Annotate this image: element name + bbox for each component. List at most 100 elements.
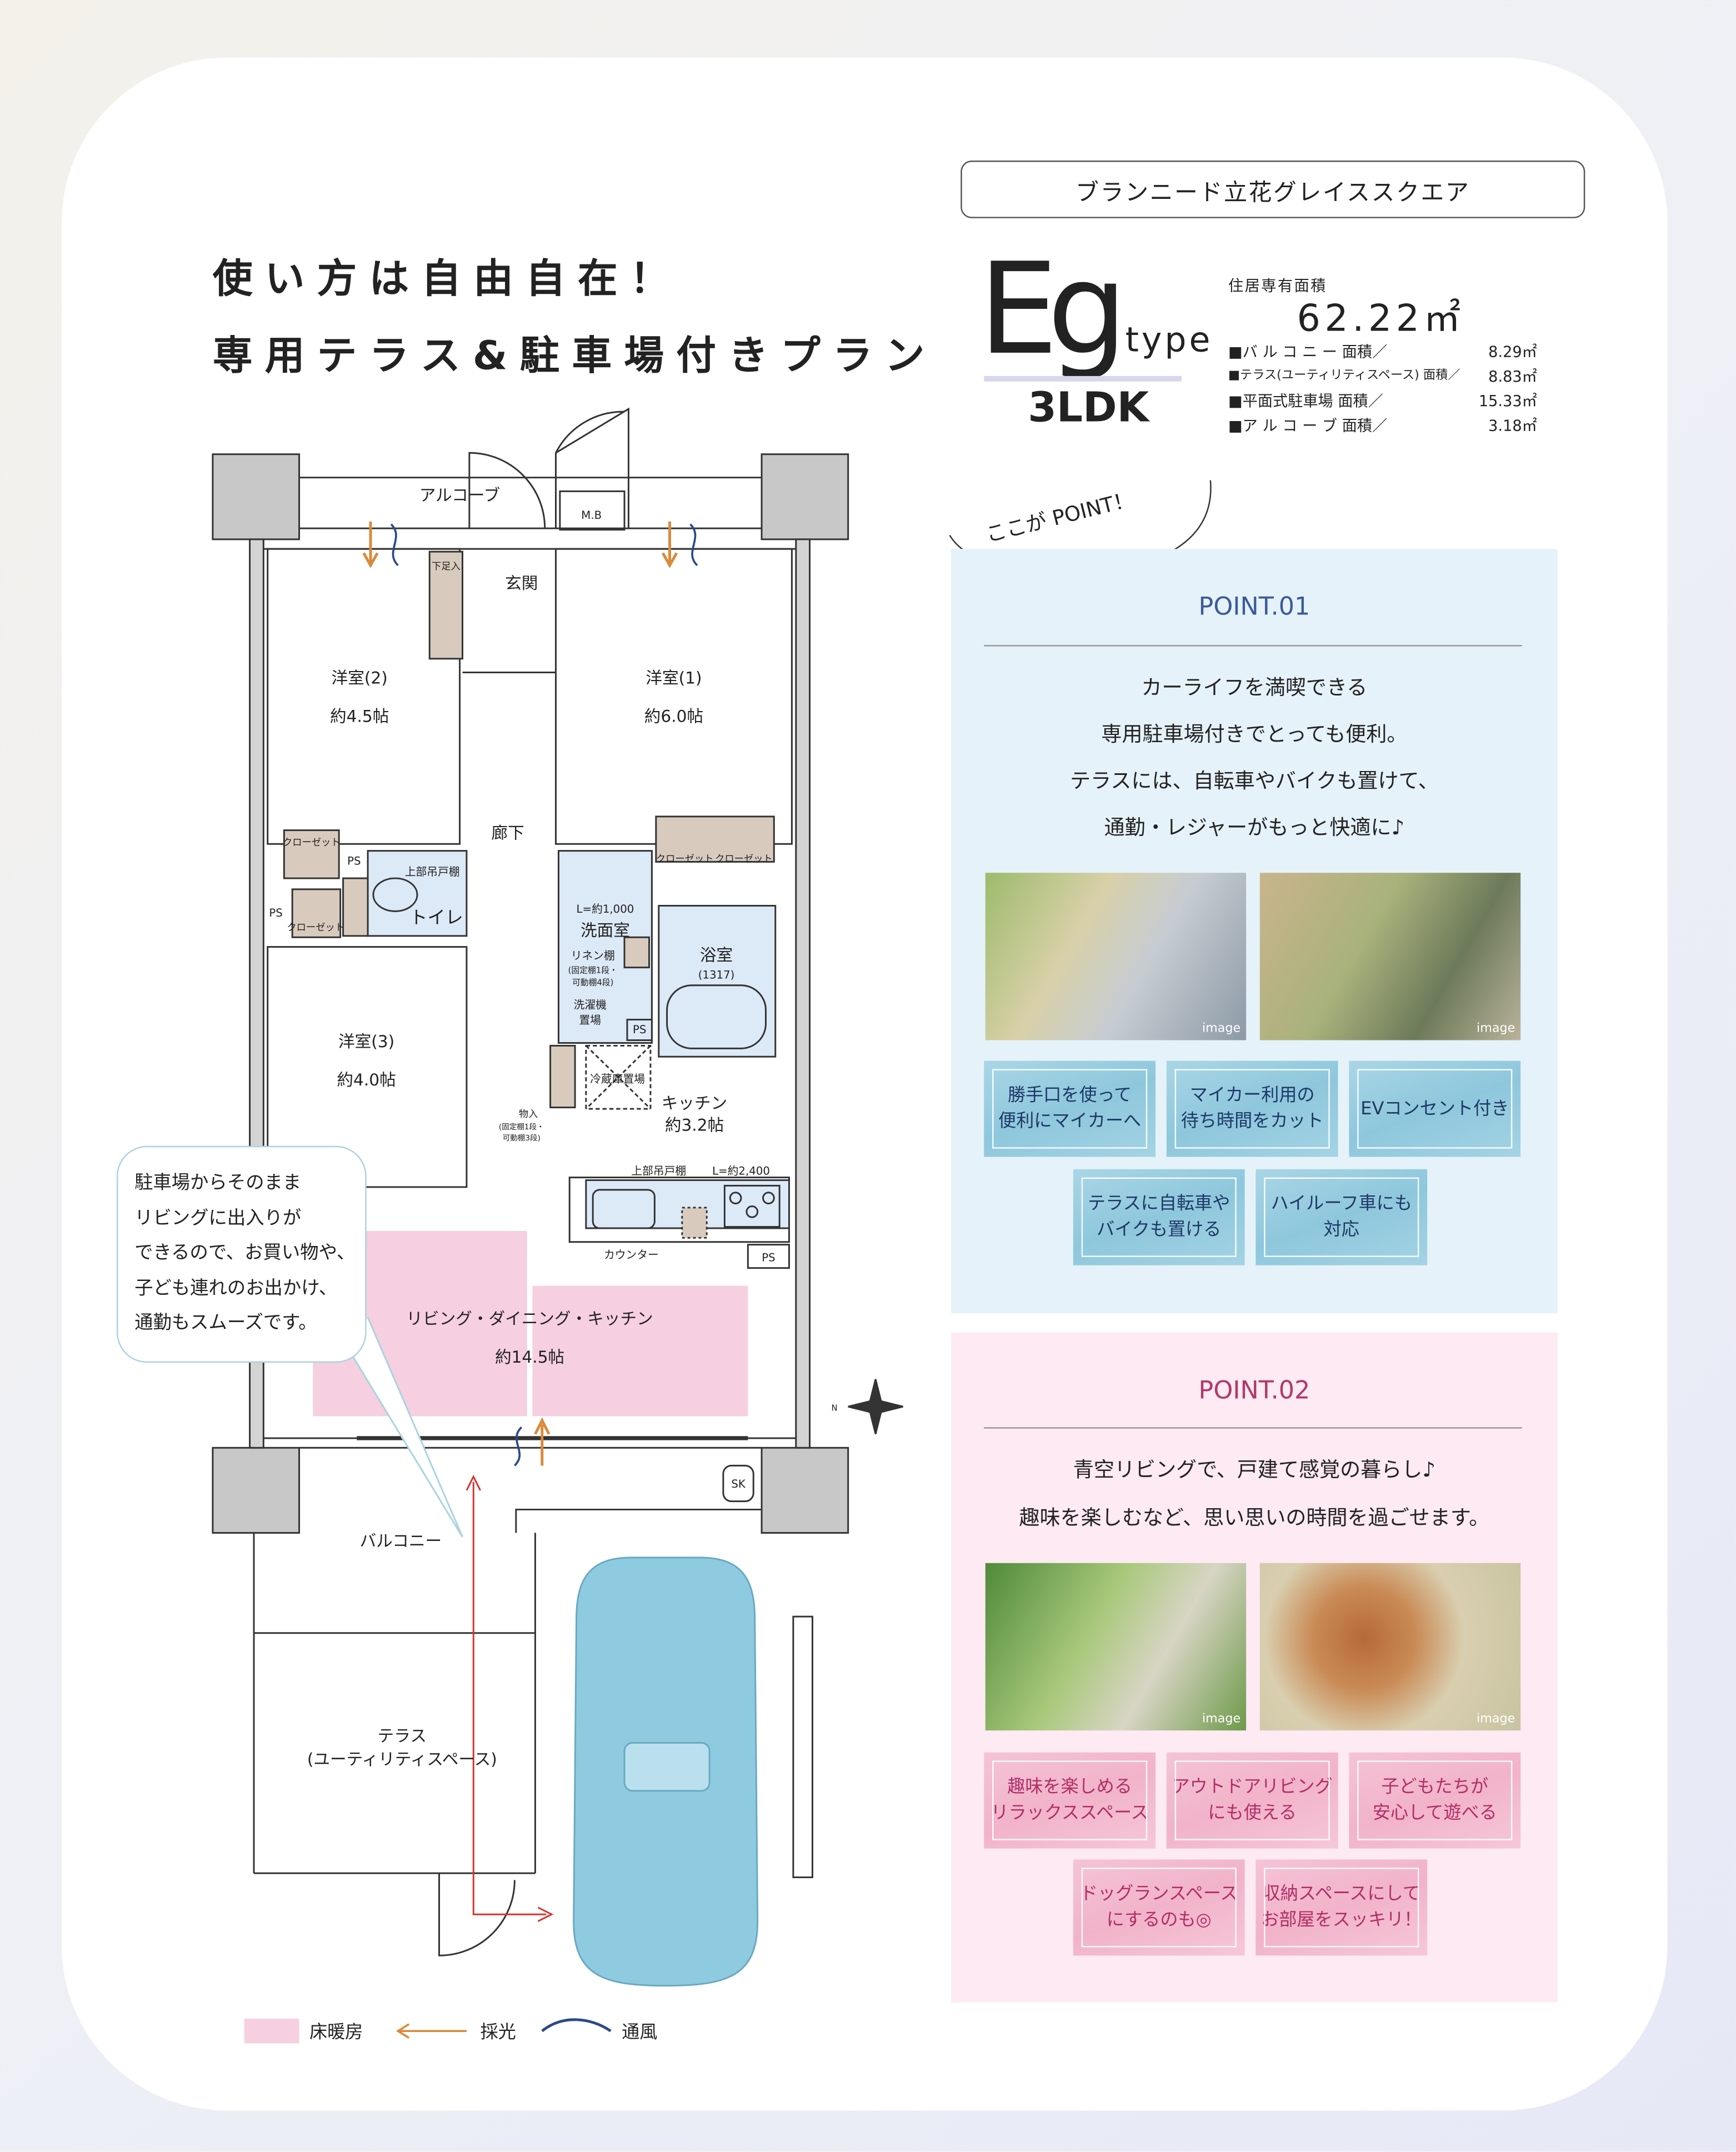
label-upper-shelf: 上部吊戸棚 <box>631 1165 686 1178</box>
legend-floor-heating: 床暖房 <box>309 2021 363 2043</box>
feature-text: 子どもたちが安心して遊べる <box>1372 1777 1497 1824</box>
feature-text: ハイルーフ車にも対応 <box>1270 1194 1413 1241</box>
spec-label: ■バ ル コ ニ ー 面積／ <box>1228 343 1388 361</box>
shoe-storage <box>428 550 464 660</box>
label-ps: PS <box>762 1251 775 1264</box>
feature-text: 趣味を楽しめるリラックススペース <box>990 1777 1149 1824</box>
label-fridge: 冷蔵庫置場 <box>590 1073 645 1085</box>
label-mb: M.B <box>581 509 602 522</box>
feature-button: マイカー利用の待ち時間をカット <box>1166 1060 1338 1157</box>
bathroom <box>658 904 777 1058</box>
label-bath-size: (1317) <box>698 968 735 981</box>
label-alcove: アルコーブ <box>419 486 500 505</box>
feature-button: ハイルーフ車にも対応 <box>1255 1169 1428 1265</box>
area-label: 住居専有面積 <box>1228 277 1327 296</box>
label-storage-note: 可動棚3段) <box>503 1134 541 1143</box>
headline-2: 専用テラス&駐車場付きプラン <box>212 332 937 379</box>
label-storage: 物入 <box>519 1109 538 1120</box>
callout-line: リビングに出入りが <box>134 1207 302 1229</box>
label-washer: 洗濯機 <box>574 999 607 1012</box>
feature-button: 勝手口を使って便利にマイカーへ <box>984 1060 1156 1157</box>
property-name-box: ブランニード立花グレイススクエア <box>960 161 1585 218</box>
label-ps: PS <box>269 907 282 919</box>
feature-text: 収納スペースにしてお部屋をスッキリ！ <box>1261 1884 1422 1931</box>
type-underline <box>984 376 1182 382</box>
photo-caption: image <box>1477 1022 1515 1037</box>
spec-row: ■ア ル コ ー ブ 面積／3.18㎡ <box>1228 414 1537 437</box>
legend-wind-icon <box>541 2018 612 2033</box>
label-balcony: バルコニー <box>360 1531 442 1550</box>
point-02-panel: POINT.02 青空リビングで、戸建て感覚の暮らし♪ 趣味を楽しむなど、思い思… <box>950 1332 1558 2003</box>
access-route <box>472 1482 547 1915</box>
label-kitchen: キッチン <box>662 1093 727 1113</box>
label-closet: クローゼット <box>287 922 344 933</box>
label-ldk: リビング・ダイニング・キッチン <box>406 1309 653 1328</box>
feature-text: EVコンセント付き <box>1360 1098 1509 1119</box>
label-kitchen-size: 約3.2帖 <box>665 1115 724 1135</box>
spec-label: ■テラス(ユーティリティスペース) 面積／ <box>1228 369 1460 383</box>
point-01-panel: POINT.01 カーライフを満喫できる 専用駐車場付きでとっても便利。 テラス… <box>950 549 1558 1314</box>
room-2 <box>267 548 461 845</box>
label-ps: PS <box>347 854 361 867</box>
label-linen-note: 可動棚4段) <box>572 978 613 988</box>
feature-button: アウトドアリビングにも使える <box>1166 1752 1338 1849</box>
label-room3: 洋室(3) <box>338 1032 394 1051</box>
label-closet: クローゼット <box>715 853 773 864</box>
spec-value: 15.33㎡ <box>1478 392 1537 411</box>
label-terrace: テラス <box>378 1726 427 1745</box>
label-upper-shelf: 上部吊戸棚 <box>405 865 460 878</box>
photo-family-car: image <box>985 873 1247 1040</box>
feature-button: 子どもたちが安心して遊べる <box>1349 1752 1521 1849</box>
photo-gardening: image <box>985 1563 1247 1731</box>
feature-button: テラスに自転車やバイクも置ける <box>1073 1169 1245 1265</box>
point-01-text: テラスには、自転車やバイクも置けて、 <box>1070 768 1439 793</box>
feature-button: ドッグランスペースにするのも◎ <box>1073 1859 1245 1956</box>
spec-row: ■平面式駐車場 面積／15.33㎡ <box>1228 390 1537 412</box>
label-closet: クローゼット <box>283 837 341 848</box>
column <box>212 1447 301 1534</box>
headline-1: 使い方は自由自在！ <box>212 255 682 302</box>
feature-button: EVコンセント付き <box>1349 1060 1521 1157</box>
label-sk: SK <box>731 1478 746 1490</box>
column <box>761 453 849 540</box>
callout-bubble: 駐車場からそのまま リビングに出入りが できるので、お買い物や、 子ども連れのお… <box>116 1145 367 1363</box>
point-01-text: 通勤・レジャーがもっと快適に♪ <box>1104 815 1405 840</box>
label-storage-note: (固定棚1段・ <box>499 1123 544 1132</box>
callout-line: 子ども連れのお出かけ、 <box>134 1277 338 1299</box>
legend-ventilation: 通風 <box>622 2021 657 2043</box>
feature-text: テラスに自転車やバイクも置ける <box>1088 1194 1230 1241</box>
label-terrace-sub: (ユーティリティスペース) <box>307 1749 497 1769</box>
callout-line: 通勤もスムーズです。 <box>134 1312 317 1334</box>
label-compass-n: N <box>831 1404 837 1413</box>
point-01-text: 専用駐車場付きでとっても便利。 <box>1101 722 1408 747</box>
point-banner-text: ここが POINT！ <box>983 487 1136 547</box>
photo-caption: image <box>1202 1022 1241 1037</box>
divider <box>984 645 1522 647</box>
feature-button: 収納スペースにしてお部屋をスッキリ！ <box>1255 1859 1428 1956</box>
label-bath: 浴室 <box>700 945 733 964</box>
type-suffix: type <box>1125 319 1213 360</box>
legend-light-arrow-icon <box>396 2023 467 2039</box>
photo-caption: image <box>1202 1713 1241 1726</box>
feature-text: 勝手口を使って便利にマイカーへ <box>998 1085 1142 1133</box>
callout-line: 駐車場からそのまま <box>134 1172 302 1194</box>
label-room1: 洋室(1) <box>646 668 702 687</box>
callout-line: できるので、お買い物や、 <box>134 1242 356 1264</box>
spec-value: 8.83㎡ <box>1488 368 1537 386</box>
room-3 <box>267 946 468 1188</box>
feature-text: マイカー利用の待ち時間をカット <box>1180 1085 1324 1133</box>
room-1 <box>555 548 793 845</box>
label-linen: リネン棚 <box>571 949 615 962</box>
compass-icon <box>848 1379 903 1434</box>
label-room3-size: 約4.0帖 <box>337 1070 396 1089</box>
wall <box>795 538 811 1449</box>
label-linen-note: (固定棚1段・ <box>568 966 618 975</box>
area-value: 62.22㎡ <box>1297 298 1465 341</box>
label-washroom: 洗面室 <box>581 920 630 940</box>
legend-light: 採光 <box>481 2021 516 2043</box>
label-ps: PS <box>633 1023 646 1036</box>
spec-row: ■テラス(ユーティリティスペース) 面積／ 8.83㎡ <box>1228 365 1537 387</box>
label-room2: 洋室(2) <box>332 668 388 687</box>
point-01-text: カーライフを満喫できる <box>1141 675 1368 700</box>
label-room1-size: 約6.0帖 <box>644 706 703 725</box>
